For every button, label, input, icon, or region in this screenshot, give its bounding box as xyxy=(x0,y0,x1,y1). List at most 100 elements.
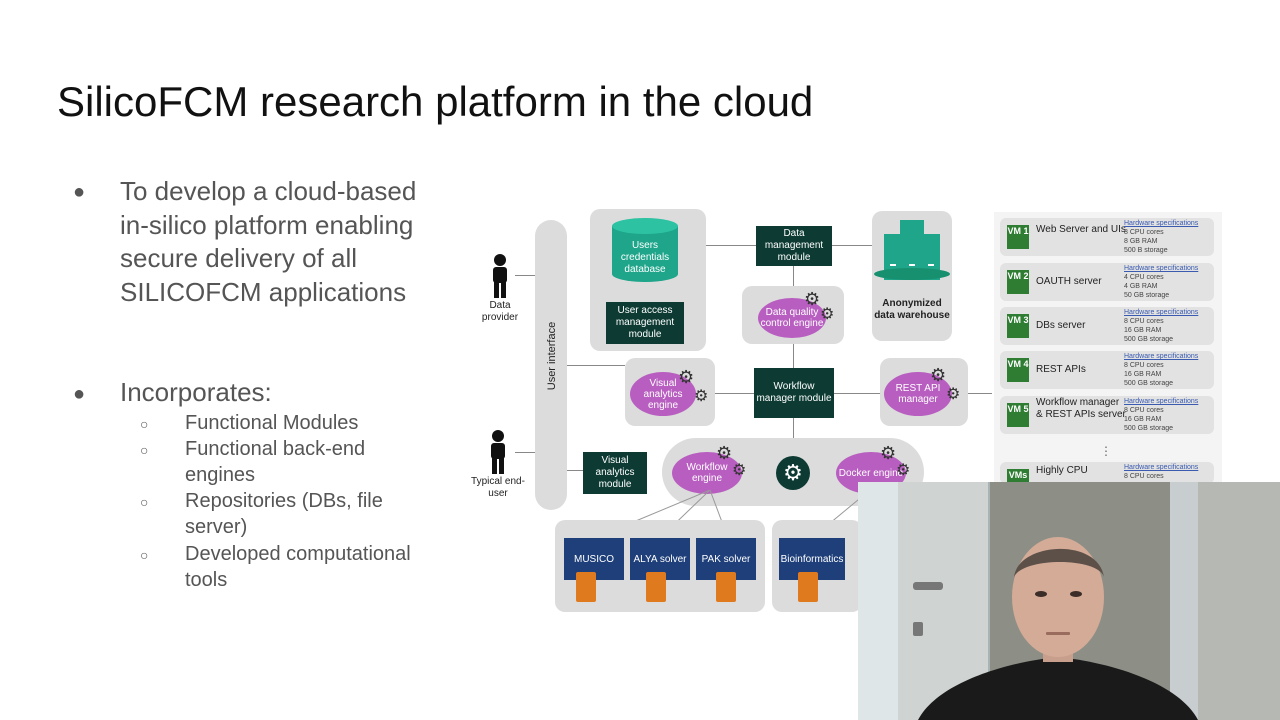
hw-line: 500 GB storage xyxy=(1124,425,1174,432)
sub-bullet-repositories: Repositories (DBs, file server) xyxy=(185,490,383,538)
hw-title: Hardware specifications xyxy=(1124,220,1199,227)
hw-title: Hardware specifications xyxy=(1124,265,1199,272)
connector xyxy=(793,344,794,368)
vm-badge: VM 4 xyxy=(1007,358,1029,382)
hw-line: 8 GB RAM xyxy=(1124,238,1158,245)
vm-badge: VM 2 xyxy=(1007,270,1029,294)
bullet-dot-2: ● xyxy=(73,383,86,405)
server-icon xyxy=(798,572,818,602)
person-icon xyxy=(490,254,510,298)
connector xyxy=(968,393,992,394)
vm-name: Highly CPU xyxy=(1036,465,1088,476)
connector xyxy=(706,245,756,246)
server-icon xyxy=(716,572,736,602)
webcam-video xyxy=(858,482,1280,720)
user-access-module: User access management module xyxy=(606,302,684,344)
hw-line: 8 CPU cores xyxy=(1124,407,1164,414)
bullet-incorporates: Incorporates: xyxy=(120,377,272,407)
connector xyxy=(715,393,754,394)
presenter-image xyxy=(858,482,1280,720)
hw-line: 4 CPU cores xyxy=(1124,274,1164,281)
bullet-develop: To develop a cloud-based in-silico platf… xyxy=(120,176,417,307)
vm-3: VM 3 DBs server Hardware specifications … xyxy=(1000,307,1214,345)
gear-icon: ⚙ xyxy=(716,443,733,463)
vm-ellipsis: ⋮ xyxy=(1100,444,1112,458)
vm-hw: Hardware specifications 8 CPU cores 8 GB… xyxy=(1124,219,1212,255)
sub-bullet-dot-1: ○ xyxy=(140,416,149,432)
hw-line: 8 CPU cores xyxy=(1124,362,1164,369)
warehouse-label: Anonymized data warehouse xyxy=(874,298,950,321)
connector xyxy=(834,393,880,394)
hw-line: 16 GB RAM xyxy=(1124,371,1162,378)
gear-icon: ⚙ xyxy=(820,306,835,323)
gear-icon: ⚙ xyxy=(896,462,911,479)
vm-name: Workflow manager & REST APIs server xyxy=(1036,397,1126,420)
connector xyxy=(832,245,872,246)
slide-title: SilicoFCM research platform in the cloud xyxy=(57,78,814,125)
users-db-label: Users credentials database xyxy=(620,240,670,275)
hw-line: 8 CPU cores xyxy=(1124,473,1164,480)
sub-bullet-computational-tools: Developed computational tools xyxy=(185,543,411,591)
gear-icon: ⚙ xyxy=(880,443,897,463)
hw-line: 500 GB storage xyxy=(1124,380,1174,387)
central-gear-icon: ⚙ xyxy=(776,456,810,490)
gear-icon: ⚙ xyxy=(678,367,695,387)
sub-bullet-dot-2: ○ xyxy=(140,442,149,458)
hw-title: Hardware specifications xyxy=(1124,353,1199,360)
sub-bullet-dot-3: ○ xyxy=(140,494,149,510)
gear-icon: ⚙ xyxy=(930,365,947,385)
gear-icon: ⚙ xyxy=(732,462,747,479)
connector xyxy=(793,266,794,286)
vm-hw: Hardware specifications 4 CPU cores 4 GB… xyxy=(1124,264,1212,300)
connector xyxy=(567,470,583,471)
connector xyxy=(515,452,535,453)
vm-2: VM 2 OAUTH server Hardware specification… xyxy=(1000,263,1214,301)
hw-title: Hardware specifications xyxy=(1124,398,1199,405)
rest-api-manager: REST API manager xyxy=(884,372,952,416)
user-interface-bar xyxy=(535,220,567,510)
hw-line: 500 GB storage xyxy=(1124,336,1174,343)
vm-panel xyxy=(994,212,1222,482)
vm-1: VM 1 Web Server and UIs Hardware specifi… xyxy=(1000,218,1214,256)
data-provider-label: Data provider xyxy=(481,300,519,323)
hw-line: 16 GB RAM xyxy=(1124,416,1162,423)
vm-hw: Hardware specifications 8 CPU cores xyxy=(1124,463,1212,481)
vm-hw: Hardware specifications 8 CPU cores 16 G… xyxy=(1124,397,1212,433)
hw-title: Hardware specifications xyxy=(1124,309,1199,316)
connector xyxy=(515,275,535,276)
vm-name: REST APIs xyxy=(1036,364,1086,375)
connector xyxy=(793,418,794,440)
hw-line: 500 B storage xyxy=(1124,247,1168,254)
vm-name: DBs server xyxy=(1036,320,1086,331)
hw-line: 4 GB RAM xyxy=(1124,283,1158,290)
bullet-dot-1: ● xyxy=(73,181,86,203)
user-interface-label: User interface xyxy=(546,321,558,391)
sub-bullet-backend-engines: Functional back-end engines xyxy=(185,438,366,486)
person-icon xyxy=(488,430,508,474)
hw-line: 8 CPU cores xyxy=(1124,318,1164,325)
hw-line: 50 GB storage xyxy=(1124,292,1170,299)
gear-icon: ⚙ xyxy=(804,289,821,309)
vm-hw: Hardware specifications 8 CPU cores 16 G… xyxy=(1124,352,1212,388)
vm-badge: VM 1 xyxy=(1007,225,1029,249)
hw-line: 8 CPU cores xyxy=(1124,229,1164,236)
dq-engine: Data quality control engine xyxy=(758,298,826,338)
workflow-engine: Workflow engine xyxy=(672,452,742,494)
vm-5: VM 5 Workflow manager & REST APIs server… xyxy=(1000,396,1214,434)
sub-bullet-functional-modules: Functional Modules xyxy=(185,412,359,434)
gear-icon: ⚙ xyxy=(694,388,709,405)
vm-6: VMs Highly CPU Hardware specifications 8… xyxy=(1000,462,1214,484)
visual-analytics-engine: Visual analytics engine xyxy=(630,372,696,416)
gear-icon: ⚙ xyxy=(946,386,961,403)
warehouse-icon xyxy=(874,220,950,282)
hw-line: 16 GB RAM xyxy=(1124,327,1162,334)
vm-hw: Hardware specifications 8 CPU cores 16 G… xyxy=(1124,308,1212,344)
connector xyxy=(567,365,625,366)
hw-title: Hardware specifications xyxy=(1124,464,1199,471)
vm-badge: VM 3 xyxy=(1007,314,1029,338)
vm-badge: VM 5 xyxy=(1007,403,1029,427)
typical-end-user-label: Typical end-user xyxy=(471,476,525,499)
vm-name: Web Server and UIs xyxy=(1036,224,1126,235)
server-icon xyxy=(646,572,666,602)
